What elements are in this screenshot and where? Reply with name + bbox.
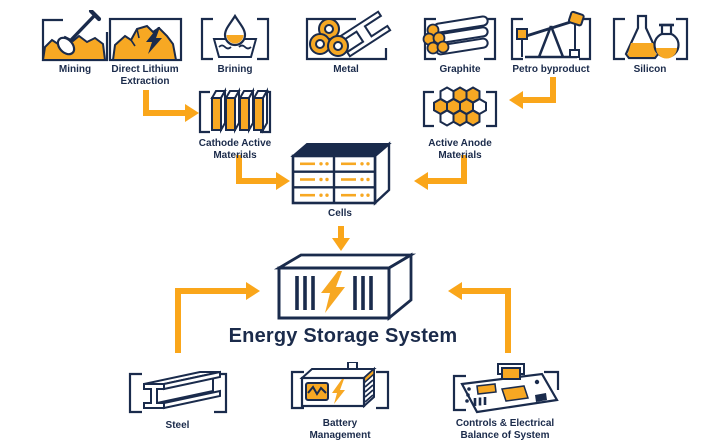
lithium-extraction-icon — [108, 17, 183, 62]
steel-beam-icon — [128, 370, 228, 414]
node-brining: Brining — [193, 10, 277, 76]
node-label: Silicon — [633, 64, 667, 75]
node-label: Metal — [333, 64, 359, 75]
arrow-dle-to-cathode — [143, 90, 185, 116]
node-label: Controls & Electrical Balance of System — [455, 418, 555, 441]
node-silicon: Silicon — [605, 10, 695, 76]
honeycomb-icon — [422, 86, 498, 128]
node-label: Steel — [165, 420, 190, 431]
node-graphite: Graphite — [416, 10, 504, 76]
flasks-icon — [612, 14, 689, 61]
node-metal: Metal — [298, 10, 394, 76]
node-active-anode-materials: Active Anode Materials — [416, 80, 504, 162]
node-label: Mining — [58, 64, 92, 75]
node-cathode-active-materials: Cathode Active Materials — [192, 80, 278, 162]
cells-rack-icon — [290, 141, 392, 206]
node-label: Cells — [328, 208, 352, 219]
battery-management-icon — [290, 362, 390, 410]
node-label: Brining — [217, 64, 253, 75]
node-label: Active Anode Materials — [428, 138, 492, 161]
oil-pumpjack-icon — [510, 10, 592, 61]
node-controls-electrical-bos: Controls & Electrical Balance of System — [440, 362, 570, 442]
node-energy-storage-system — [272, 250, 422, 322]
node-label: Direct Lithium Extraction — [111, 64, 179, 87]
graphite-icon — [422, 15, 497, 61]
lightning-bolt-icon — [321, 271, 345, 313]
cathode-plates-icon — [198, 87, 272, 134]
brining-icon — [200, 13, 270, 61]
node-mining: Mining — [33, 10, 117, 76]
arrow-petro-to-anode — [523, 77, 556, 103]
node-steel: Steel — [120, 362, 235, 432]
arrow-anode-to-cells — [428, 155, 467, 184]
storage-container-icon — [273, 252, 417, 321]
node-direct-lithium-extraction: Direct Lithium Extraction — [101, 10, 189, 88]
node-label: Petro byproduct — [512, 64, 590, 75]
lightning-bolt-icon — [332, 379, 345, 404]
circuit-board-icon — [452, 363, 560, 414]
diagram-title: Energy Storage System — [228, 325, 458, 347]
node-label: Cathode Active Materials — [198, 138, 272, 161]
arrow-steel-to-ess — [175, 288, 246, 353]
metal-icon — [305, 10, 392, 61]
node-label: Graphite — [439, 64, 481, 75]
arrow-cathode-to-cells — [236, 155, 276, 184]
node-battery-management: Battery Management — [284, 362, 396, 442]
node-label: Battery Management — [309, 418, 371, 441]
arrow-controls-to-ess — [462, 288, 511, 353]
node-cells: Cells — [285, 140, 395, 220]
node-petro-byproduct: Petro byproduct — [503, 10, 599, 76]
mining-icon — [41, 10, 109, 62]
